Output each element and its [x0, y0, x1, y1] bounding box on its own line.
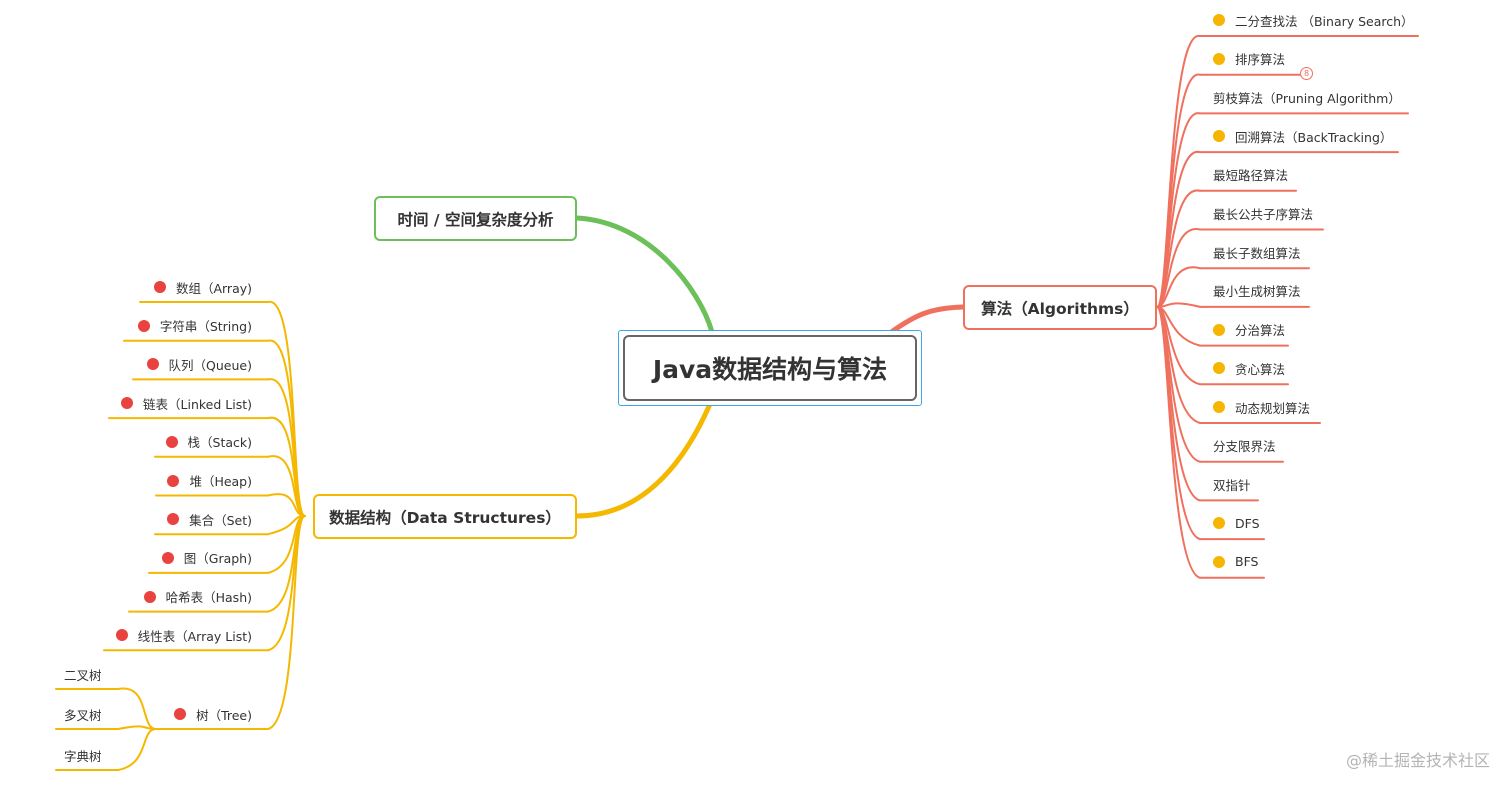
link-complexity	[574, 215, 715, 335]
algorithm-label: 动态规划算法	[1235, 400, 1311, 416]
algorithm-item[interactable]: 贪心算法	[1213, 358, 1285, 378]
algorithm-item[interactable]: 最长公共子序算法	[1213, 204, 1313, 224]
algo-link	[1156, 306, 1201, 579]
algorithm-label: 回溯算法（BackTracking）	[1235, 129, 1393, 145]
marker-dot-icon	[137, 319, 150, 332]
marker-dot-icon	[1213, 14, 1225, 26]
algorithm-label: 剪枝算法（Pruning Algorithm）	[1213, 90, 1401, 106]
data-structure-item[interactable]: 树（Tree)	[174, 704, 252, 724]
link-data-structures	[574, 401, 713, 519]
algorithm-label: 分治算法	[1235, 323, 1286, 339]
data-structure-item[interactable]: 栈（Stack)	[165, 432, 252, 452]
data-structure-item[interactable]: 哈希表（Hash)	[143, 587, 252, 607]
algorithm-item[interactable]: 动态规划算法	[1213, 397, 1310, 417]
algorithm-label: 双指针	[1213, 477, 1251, 493]
ds-link	[267, 493, 306, 517]
marker-dot-icon	[121, 397, 134, 410]
data-structure-item[interactable]: 链表（Linked List)	[121, 393, 252, 413]
algorithm-item[interactable]: 二分查找法 （Binary Search）	[1213, 10, 1414, 30]
algorithm-label: DFS	[1235, 515, 1260, 531]
algorithms-node[interactable]: 算法（Algorithms）	[963, 285, 1157, 330]
algorithm-item[interactable]: 剪枝算法（Pruning Algorithm）	[1213, 87, 1401, 107]
marker-dot-icon	[1213, 323, 1225, 336]
data-structure-label: 线性表（Array List)	[137, 628, 252, 644]
algorithm-item[interactable]: 最小生成树算法	[1213, 281, 1301, 301]
data-structure-label: 树（Tree)	[196, 707, 252, 723]
data-structure-item[interactable]: 队列（Queue)	[146, 354, 252, 374]
algorithm-item[interactable]: 回溯算法（BackTracking）	[1213, 126, 1392, 146]
algorithm-label: 排序算法	[1235, 52, 1286, 68]
tree-child-item[interactable]: 字典树	[64, 748, 102, 764]
algorithm-item[interactable]: 排序算法	[1213, 49, 1285, 69]
algo-link	[1156, 228, 1201, 308]
algorithm-label: 分支限界法	[1213, 439, 1276, 455]
data-structure-label: 图（Graph)	[183, 551, 252, 567]
algorithm-item[interactable]: 双指针	[1213, 474, 1251, 494]
marker-dot-icon	[1213, 555, 1225, 568]
data-structure-label: 集合（Set)	[189, 512, 252, 528]
watermark: @稀土掘金技术社区	[1345, 751, 1490, 770]
marker-dot-icon	[115, 629, 128, 642]
marker-dot-icon	[167, 474, 180, 487]
ds-link	[267, 417, 306, 517]
data-structure-label: 字符串（String)	[159, 319, 252, 335]
marker-dot-icon	[1213, 362, 1225, 375]
marker-dot-icon	[1213, 130, 1225, 143]
algorithm-label: 最长子数组算法	[1213, 245, 1301, 261]
tree-link	[117, 728, 157, 771]
data-structure-item[interactable]: 图（Graph)	[161, 548, 252, 568]
marker-dot-icon	[146, 358, 159, 371]
algorithm-item[interactable]: DFS	[1213, 513, 1260, 533]
ds-link	[267, 300, 306, 517]
data-structure-item[interactable]: 线性表（Array List)	[115, 625, 252, 645]
marker-dot-icon	[161, 551, 174, 564]
data-structures-node[interactable]: 数据结构（Data Structures）	[313, 494, 577, 539]
data-structure-label: 堆（Heap)	[189, 474, 252, 489]
marker-dot-icon	[167, 513, 180, 526]
marker-dot-icon	[1213, 517, 1225, 530]
marker-dot-icon	[1213, 52, 1225, 65]
data-structure-label: 数组（Array)	[175, 280, 252, 296]
algorithm-item[interactable]: 分支限界法	[1213, 436, 1276, 456]
data-structure-item[interactable]: 堆（Heap)	[167, 471, 252, 491]
algorithm-item[interactable]: BFS	[1213, 552, 1258, 572]
link-algorithms	[887, 304, 966, 336]
algorithm-label: BFS	[1235, 554, 1259, 570]
algo-link	[1156, 189, 1201, 308]
collapsed-count-badge[interactable]: 8	[1300, 67, 1313, 80]
marker-dot-icon	[165, 435, 178, 448]
tree-child-item[interactable]: 二叉树	[64, 667, 102, 683]
ds-link	[267, 339, 306, 517]
complexity-node[interactable]: 时间 / 空间复杂度分析	[374, 196, 577, 241]
algorithm-label: 二分查找法 （Binary Search）	[1235, 13, 1414, 29]
algorithm-label: 最小生成树算法	[1213, 284, 1301, 300]
root-title: Java数据结构与算法	[623, 335, 917, 401]
algo-link	[1156, 266, 1201, 308]
marker-dot-icon	[153, 281, 166, 293]
marker-dot-icon	[1213, 401, 1225, 413]
algo-link	[1156, 112, 1201, 308]
ds-link	[267, 455, 306, 517]
data-structure-item[interactable]: 字符串（String)	[137, 316, 252, 336]
marker-dot-icon	[174, 708, 187, 720]
algorithm-item[interactable]: 分治算法	[1213, 320, 1285, 340]
marker-dot-icon	[143, 590, 156, 603]
data-structure-item[interactable]: 集合（Set)	[167, 509, 252, 529]
data-structure-label: 链表（Linked List)	[143, 396, 252, 412]
root-node[interactable]: Java数据结构与算法	[618, 330, 922, 406]
tree-child-item[interactable]: 多叉树	[64, 707, 102, 723]
data-structure-label: 栈（Stack)	[187, 435, 252, 451]
data-structure-item[interactable]: 数组（Array)	[153, 277, 252, 297]
algorithm-label: 最长公共子序算法	[1213, 207, 1314, 222]
algorithm-item[interactable]: 最长子数组算法	[1213, 242, 1301, 262]
algorithm-label: 最短路径算法	[1213, 168, 1289, 184]
ds-link	[267, 515, 306, 730]
tree-link	[117, 687, 157, 730]
algorithm-label: 贪心算法	[1235, 361, 1286, 377]
data-structure-label: 队列（Queue)	[168, 357, 252, 373]
algorithm-item[interactable]: 最短路径算法	[1213, 165, 1288, 185]
data-structure-label: 哈希表（Hash)	[165, 590, 252, 606]
